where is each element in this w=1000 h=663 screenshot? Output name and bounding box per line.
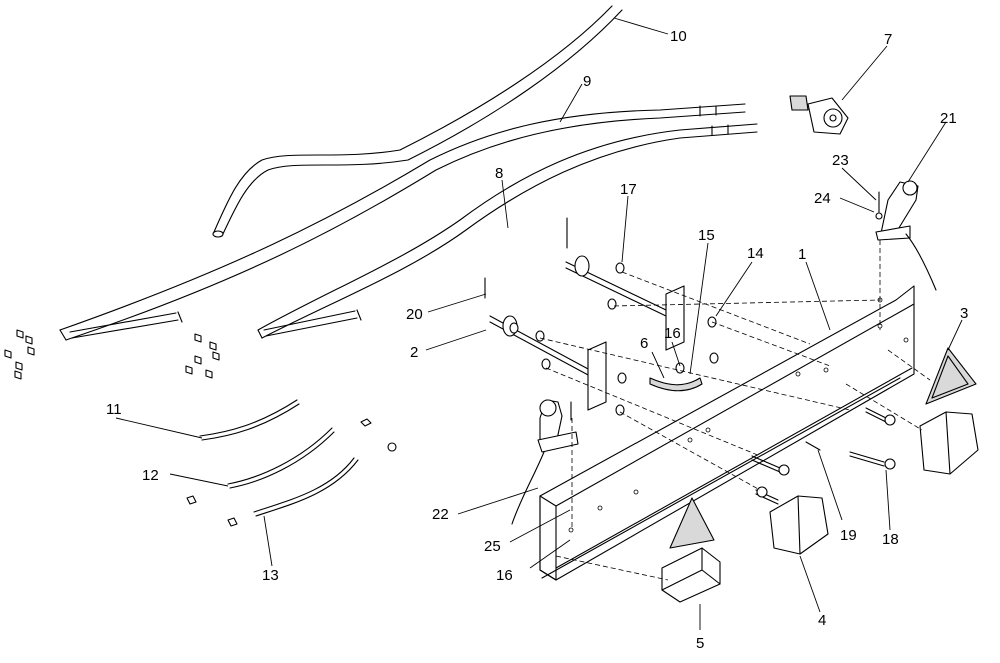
socket-part-7 <box>789 95 849 135</box>
bolts-middle <box>185 333 220 379</box>
callout-23: 23 <box>832 152 849 169</box>
callout-3: 3 <box>960 305 968 322</box>
callout-12: 12 <box>142 467 159 484</box>
callout-16-lower: 16 <box>496 567 513 584</box>
side-marker-part-22 <box>511 399 579 525</box>
callout-13: 13 <box>262 567 279 584</box>
callout-14: 14 <box>747 245 764 262</box>
callout-19: 19 <box>840 527 857 544</box>
side-marker-part-21 <box>875 180 937 291</box>
cable-part-12 <box>227 418 397 489</box>
callout-1: 1 <box>798 246 806 263</box>
callout-9: 9 <box>583 73 591 90</box>
lamp-part-4 <box>769 411 979 555</box>
callout-10: 10 <box>670 28 687 45</box>
tube-part-10 <box>212 5 623 238</box>
callout-16-upper: 16 <box>664 325 681 342</box>
callout-21: 21 <box>940 110 957 127</box>
callout-20: 20 <box>406 306 423 323</box>
callout-11: 11 <box>106 401 122 418</box>
tube-part-9 <box>59 103 746 341</box>
bolts-left <box>4 329 35 380</box>
bracket-part-2 <box>484 217 685 411</box>
callout-4: 4 <box>818 612 826 629</box>
reflector-part-3 <box>669 347 977 549</box>
callout-2: 2 <box>410 344 418 361</box>
callout-8: 8 <box>495 165 503 182</box>
nuts <box>509 262 719 416</box>
callout-7: 7 <box>884 31 892 48</box>
beam-part-1 <box>539 285 915 581</box>
callout-24: 24 <box>814 190 831 207</box>
cable-part-13 <box>186 457 359 527</box>
clamp-part-6 <box>649 377 703 392</box>
callout-22: 22 <box>432 506 449 523</box>
cable-part-11 <box>199 399 300 441</box>
reflector-part-5 <box>661 547 721 603</box>
callout-25: 25 <box>484 538 501 555</box>
leader-lines <box>115 17 963 630</box>
callout-5: 5 <box>696 635 704 652</box>
callout-17: 17 <box>620 181 637 198</box>
alignment-lines <box>539 240 931 581</box>
callout-18: 18 <box>882 531 899 548</box>
callout-6: 6 <box>640 335 648 352</box>
callout-labels: 1 2 3 4 5 6 7 8 9 10 11 12 13 14 15 16 1… <box>106 28 968 652</box>
bolts-18-19 <box>751 407 896 505</box>
callout-15: 15 <box>698 227 715 244</box>
tube-part-8 <box>257 123 758 339</box>
